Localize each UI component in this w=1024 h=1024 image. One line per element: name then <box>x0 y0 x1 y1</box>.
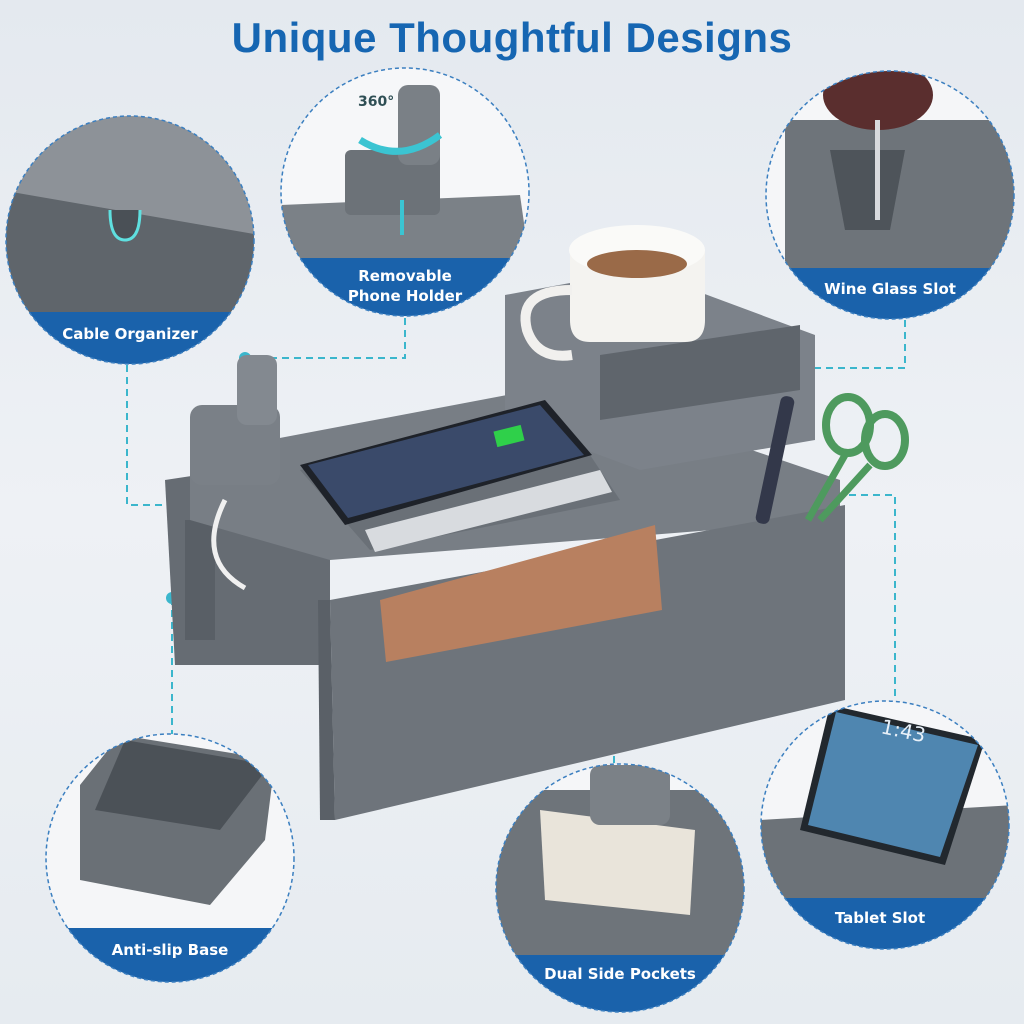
feature-phone-holder: 360° Removable Phone Holder <box>280 67 530 317</box>
feature-label: Cable Organizer <box>62 325 198 343</box>
feature-dual-side-pockets: Dual Side Pockets <box>495 763 745 1013</box>
feature-cable-organizer: Cable Organizer <box>5 115 255 365</box>
feature-anti-slip-base: Anti-slip Base <box>45 733 295 983</box>
feature-label: Anti-slip Base <box>112 941 229 959</box>
feature-label: Tablet Slot <box>835 909 925 927</box>
feature-label-line1: Removable <box>358 267 452 285</box>
rotation-label: 360° <box>358 94 394 110</box>
feature-label: Wine Glass Slot <box>824 280 956 298</box>
page-title: Unique Thoughtful Designs <box>231 14 793 61</box>
feature-tablet-slot: 1:43 Tablet Slot <box>760 700 1010 950</box>
product-organizer <box>165 225 909 820</box>
feature-wine-glass-slot: Wine Glass Slot <box>765 70 1015 320</box>
feature-label-line2: Phone Holder <box>348 287 463 305</box>
feature-label: Dual Side Pockets <box>544 965 696 983</box>
